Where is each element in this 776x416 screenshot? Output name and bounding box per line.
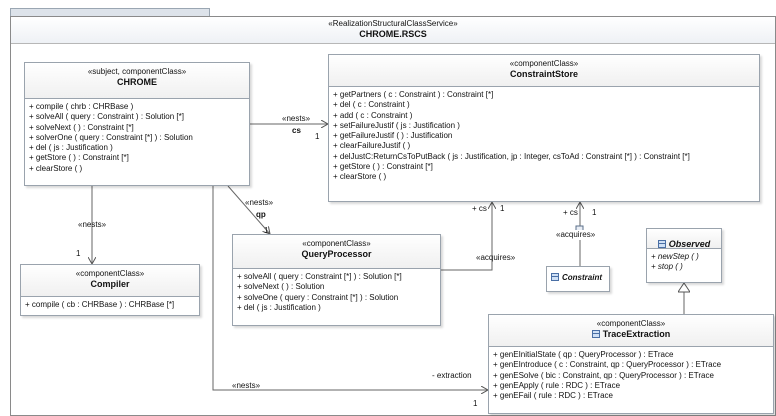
operation[interactable]: + getFailureJustif ( ) : Justification <box>333 131 453 141</box>
compiler-name: Compiler <box>90 279 130 289</box>
nests-label: «nests» <box>245 198 274 207</box>
observed-interface[interactable]: Observed + newStep ( ) + stop ( ) <box>646 228 722 283</box>
diagram-tab[interactable] <box>10 8 210 16</box>
role-label: - extraction <box>432 371 472 380</box>
class-icon <box>591 330 600 338</box>
operation[interactable]: + del ( js : Justification ) <box>29 143 113 153</box>
operation[interactable]: + solveNext ( ) : Constraint [*] <box>29 122 134 132</box>
observed-operations: + newStep ( ) + stop ( ) <box>647 249 721 276</box>
operation[interactable]: + getStore ( ) : Constraint [*] <box>333 162 433 172</box>
queryprocessor-stereotype: «componentClass» <box>302 239 371 248</box>
role-label: + cs <box>472 204 487 213</box>
chrome-operations: + compile ( chrb : CHRBase ) + solveAll … <box>25 99 249 177</box>
constraintstore-operations: + getPartners ( c : Constraint ) : Const… <box>329 87 759 186</box>
multiplicity-label: 1 <box>315 132 320 141</box>
operation[interactable]: + solveAll ( query : Constraint ) : Solu… <box>29 112 184 122</box>
operation[interactable]: + setFailureJustif ( js : Justification … <box>333 120 460 130</box>
operation[interactable]: + compile ( chrb : CHRBase ) <box>29 102 134 111</box>
operation[interactable]: + del ( js : Justification ) <box>237 302 321 312</box>
role-label: + cs <box>563 208 578 217</box>
operation[interactable]: + genEInitialState ( qp : QueryProcessor… <box>493 350 674 359</box>
operation[interactable]: + genEFail ( rule : RDC ) : ETrace <box>493 391 613 401</box>
queryprocessor-operations: + solveAll ( query : Constraint [*] ) : … <box>233 269 440 316</box>
rscs-frame-header: «RealizationStructuralClassService» CHRO… <box>11 17 775 44</box>
multiplicity-label: 1 <box>500 204 505 213</box>
operation[interactable]: + solveOne ( query : Constraint [*] ) : … <box>237 292 399 302</box>
operation[interactable]: + solveAll ( query : Constraint [*] ) : … <box>237 272 402 281</box>
traceextraction-name: TraceExtraction <box>602 329 671 339</box>
operation[interactable]: + clearStore ( ) <box>29 163 83 173</box>
operation[interactable]: + genEIntroduce ( c : Constraint, qp : Q… <box>493 360 722 370</box>
operation[interactable]: + getStore ( ) : Constraint [*] <box>29 153 129 163</box>
edge-queryprocessor-constraintstore[interactable] <box>441 202 492 271</box>
traceextraction-class[interactable]: «componentClass» TraceExtraction + genEI… <box>488 314 774 414</box>
compiler-class[interactable]: «componentClass» Compiler + compile ( cb… <box>20 264 200 316</box>
nests-label: «nests» <box>78 220 107 229</box>
constraintstore-class[interactable]: «componentClass» ConstraintStore + getPa… <box>328 54 760 202</box>
compiler-operations: + compile ( cb : CHRBase ) : CHRBase [*] <box>21 297 199 313</box>
operation[interactable]: + genESolve ( bic : Constraint, qp : Que… <box>493 370 714 380</box>
chrome-stereotype: «subject, componentClass» <box>87 67 187 76</box>
constraint-header: Constraint <box>547 267 609 282</box>
compiler-header: «componentClass» Compiler <box>21 265 199 297</box>
operation[interactable]: + add ( c : Constraint ) <box>333 110 413 120</box>
role-label: cs <box>292 126 301 135</box>
observed-header: Observed <box>647 229 721 249</box>
operation[interactable]: + solverOne ( query : Constraint [*] ) :… <box>29 132 193 142</box>
operation[interactable]: + stop ( ) <box>651 262 683 272</box>
role-label: qp <box>256 210 266 219</box>
constraintstore-name: ConstraintStore <box>509 69 578 79</box>
constraint-name: Constraint <box>562 273 602 282</box>
rscs-stereotype: «RealizationStructuralClassService» <box>328 19 458 28</box>
edge-chrome-traceextraction[interactable] <box>212 186 488 390</box>
operation[interactable]: + getPartners ( c : Constraint ) : Const… <box>333 90 494 99</box>
multiplicity-label: 1 <box>592 208 597 217</box>
nests-label: «nests» <box>282 114 311 123</box>
rscs-name: CHROME.RSCS <box>359 29 427 39</box>
traceextraction-operations: + genEInitialState ( qp : QueryProcessor… <box>489 347 773 404</box>
queryprocessor-header: «componentClass» QueryProcessor <box>233 235 440 269</box>
operation[interactable]: + clearFailureJustif ( ) <box>333 141 411 151</box>
operation[interactable]: + compile ( cb : CHRBase ) : CHRBase [*] <box>25 300 175 309</box>
acquires-label: «acquires» <box>556 230 596 240</box>
compiler-stereotype: «componentClass» <box>75 269 145 278</box>
operation[interactable]: + clearStore ( ) <box>333 172 387 182</box>
constraintstore-header: «componentClass» ConstraintStore <box>329 55 759 87</box>
observed-name: Observed <box>668 239 711 249</box>
operation[interactable]: + del ( c : Constraint ) <box>333 100 410 110</box>
chrome-header: «subject, componentClass» CHROME <box>25 63 249 99</box>
nests-label: «nests» <box>232 381 261 390</box>
operation[interactable]: + solveNext ( ) : Solution <box>237 282 325 292</box>
class-icon <box>551 273 559 281</box>
multiplicity-label: 1 <box>76 249 81 258</box>
chrome-name: CHROME <box>117 77 157 87</box>
queryprocessor-class[interactable]: «componentClass» QueryProcessor + solveA… <box>232 234 441 326</box>
traceextraction-stereotype: «componentClass» <box>596 319 666 328</box>
edge-chrome-queryprocessor[interactable] <box>227 185 270 234</box>
acquires-label: «acquires» <box>476 253 516 262</box>
multiplicity-label: 1 <box>264 226 269 235</box>
traceextraction-header: «componentClass» TraceExtraction <box>489 315 773 347</box>
constraintstore-stereotype: «componentClass» <box>509 59 579 68</box>
constraint-class[interactable]: Constraint <box>546 266 610 292</box>
chrome-class[interactable]: «subject, componentClass» CHROME + compi… <box>24 62 250 186</box>
operation[interactable]: + delJustC:ReturnCsToPutBack ( js : Just… <box>333 151 690 161</box>
multiplicity-label: 1 <box>473 399 478 408</box>
class-icon <box>657 240 666 248</box>
operation[interactable]: + genEApply ( rule : RDC ) : ETrace <box>493 380 621 390</box>
operation[interactable]: + newStep ( ) <box>651 252 699 261</box>
queryprocessor-name: QueryProcessor <box>301 249 372 259</box>
